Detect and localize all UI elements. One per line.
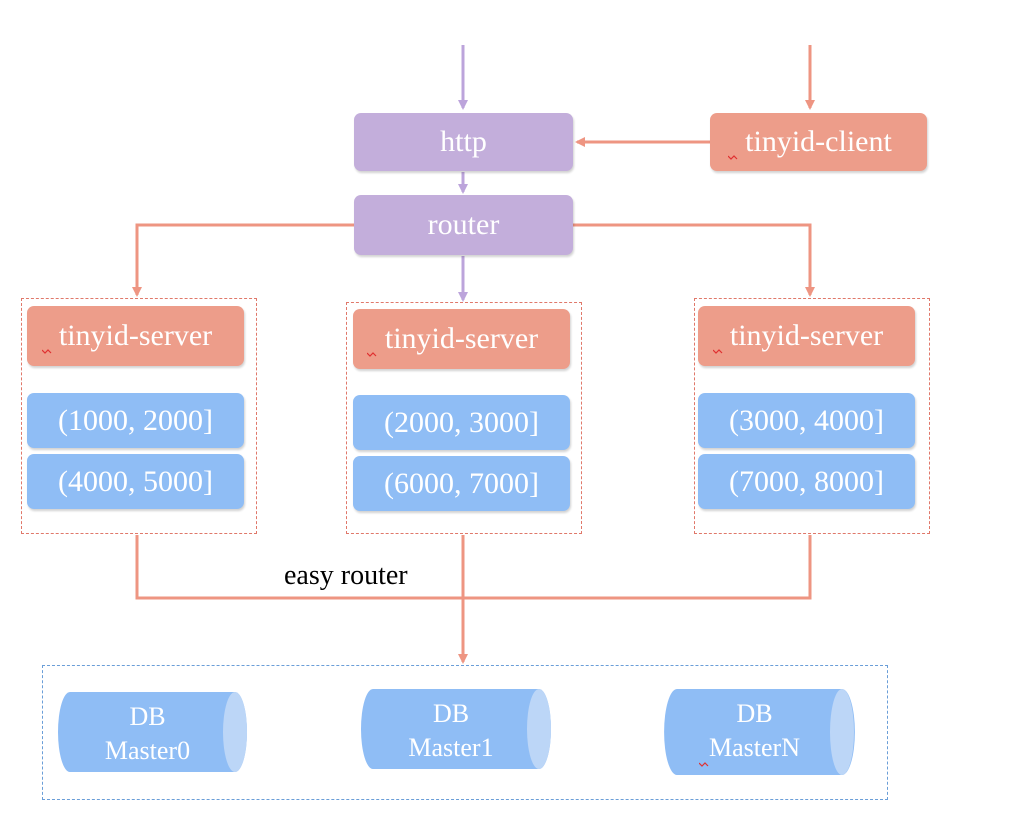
spellcheck-squiggle-icon <box>728 155 738 160</box>
range-1a: (1000, 2000] <box>27 393 244 448</box>
db-1-line1: DB <box>432 699 470 728</box>
db-0-line1: DB <box>129 702 166 731</box>
tinyid-server-3: tinyid-server <box>698 306 915 366</box>
tinyid-server-2-label: tinyid-server <box>384 322 539 355</box>
tinyid-server-2: tinyid-server <box>353 309 570 369</box>
range-1a-label: (1000, 2000] <box>58 403 213 437</box>
db-0-text: DB Master0 <box>70 700 225 768</box>
db-n-line2: MasterN <box>709 733 800 762</box>
range-1b: (4000, 5000] <box>27 454 244 509</box>
server-group-2 <box>346 302 582 534</box>
spellcheck-squiggle-icon <box>699 762 709 767</box>
http-label: http <box>440 125 487 158</box>
arrow-router-to-server-3 <box>573 223 815 297</box>
http-node: http <box>354 113 573 171</box>
db-1-text: DB Master1 <box>373 697 529 765</box>
db-0-line2: Master0 <box>104 736 191 765</box>
easy-router-label: easy router <box>284 560 408 591</box>
range-3a-label: (3000, 4000] <box>729 403 884 437</box>
arrow-router-to-server-1 <box>132 223 354 297</box>
spellcheck-squiggle-icon <box>367 352 377 357</box>
tinyid-server-1: tinyid-server <box>27 306 244 366</box>
tinyid-server-3-label: tinyid-server <box>729 319 884 352</box>
db-1-line2: Master1 <box>408 733 494 762</box>
db-cylinder-n <box>664 689 855 775</box>
range-3b: (7000, 8000] <box>698 454 915 509</box>
db-cylinder-0 <box>58 692 247 772</box>
tinyid-client-label: tinyid-client <box>745 125 892 158</box>
db-group <box>42 665 888 800</box>
range-2b: (6000, 7000] <box>353 456 570 511</box>
server-group-1 <box>21 298 257 534</box>
range-1b-label: (4000, 5000] <box>58 464 213 498</box>
db-n-text: DB MasterN <box>677 697 832 765</box>
range-2a-label: (2000, 3000] <box>384 405 539 439</box>
tinyid-server-1-label: tinyid-server <box>58 319 213 352</box>
range-3b-label: (7000, 8000] <box>729 464 884 498</box>
db-n-line1: DB <box>736 699 773 728</box>
spellcheck-squiggle-icon <box>42 349 52 354</box>
range-2b-label: (6000, 7000] <box>384 466 539 500</box>
easy-router-bus-left <box>135 535 812 600</box>
range-2a: (2000, 3000] <box>353 395 570 450</box>
tinyid-client-node: tinyid-client <box>710 113 927 171</box>
range-3a: (3000, 4000] <box>698 393 915 448</box>
router-label: router <box>427 208 500 241</box>
server-group-3 <box>694 298 930 534</box>
spellcheck-squiggle-icon <box>713 349 723 354</box>
router-node: router <box>354 195 573 255</box>
db-cylinder-1 <box>361 689 551 769</box>
